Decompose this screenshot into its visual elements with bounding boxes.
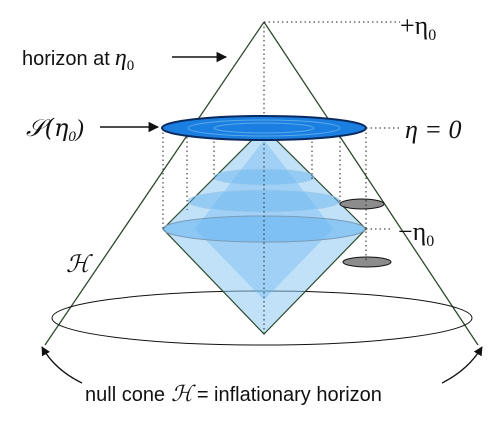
gray-disk-upper [339, 198, 385, 210]
cone-right-edge [263, 21, 479, 346]
eta-zero-label: η = 0 [405, 115, 461, 144]
surface-disk [161, 115, 367, 141]
minus-eta-label: −η0 [398, 217, 434, 250]
disk-ring-2 [213, 122, 315, 134]
surface-label: 𝒮(η0) [26, 114, 84, 145]
blue-diamond [162, 127, 367, 335]
gray-disk-lower [342, 256, 392, 268]
disk-ring-1 [187, 119, 341, 137]
top-eta-label: +η0 [400, 11, 436, 44]
caption-right-arrow [441, 346, 483, 384]
dotted-guides [162, 21, 400, 334]
script-h-label: ℋ [66, 250, 93, 278]
caption-left-arrow [41, 346, 83, 384]
cone-left-edge [44, 21, 265, 346]
outer-cone [44, 21, 479, 346]
